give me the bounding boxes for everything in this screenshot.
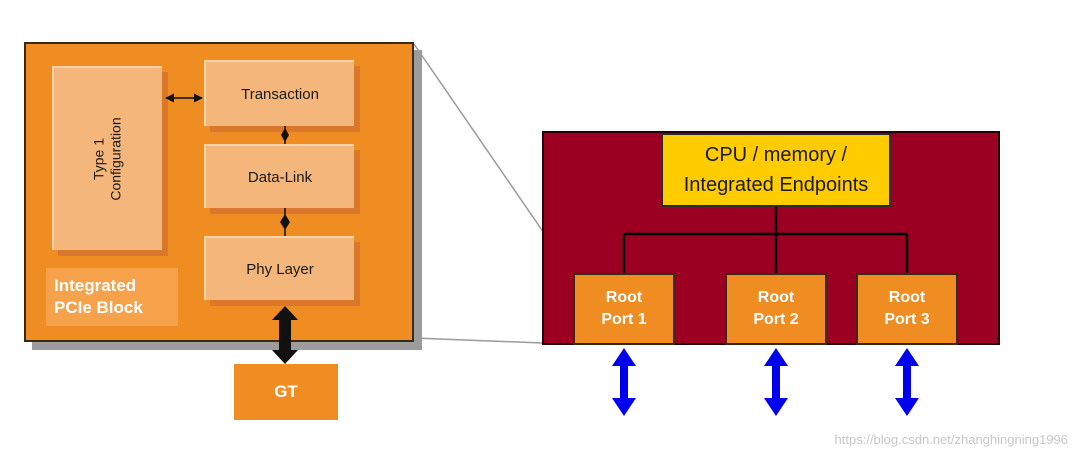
root-port-3-line1: Root bbox=[888, 289, 926, 306]
pcie-label-line2: PCIe Block bbox=[54, 298, 143, 317]
root-port-1-box: Root Port 1 bbox=[573, 273, 675, 345]
root-port-2-box: Root Port 2 bbox=[725, 273, 827, 345]
port1-blue-arrow bbox=[612, 348, 636, 416]
root-port-3-line2: Port 3 bbox=[884, 311, 930, 328]
root-port-2-line2: Port 2 bbox=[753, 311, 799, 328]
port3-blue-arrow bbox=[895, 348, 919, 416]
type1-configuration-box: Type 1 Configuration bbox=[52, 66, 162, 250]
transaction-datalink-diamond-icon bbox=[281, 128, 289, 142]
gt-label: GT bbox=[274, 382, 298, 401]
root-port-3-box: Root Port 3 bbox=[856, 273, 958, 345]
transaction-layer-box: Transaction bbox=[204, 60, 354, 126]
datalink-phy-diamond-icon bbox=[280, 214, 290, 230]
phy-gt-thick-arrow bbox=[272, 306, 298, 364]
transaction-label: Transaction bbox=[241, 85, 319, 103]
phy-layer-label: Phy Layer bbox=[246, 260, 314, 278]
root-port-1-line2: Port 1 bbox=[601, 311, 647, 328]
pcie-label-line1: Integrated bbox=[54, 276, 137, 295]
watermark-text: https://blog.csdn.net/zhanghingning1996 bbox=[834, 432, 1068, 447]
data-link-layer-box: Data-Link bbox=[204, 144, 354, 208]
gt-box: GT bbox=[234, 364, 338, 420]
port2-blue-arrow bbox=[764, 348, 788, 416]
cpu-label-line1: CPU / memory / bbox=[704, 144, 848, 166]
integrated-pcie-block-label: Integrated PCIe Block bbox=[46, 268, 178, 326]
cpu-label-line2: Integrated Endpoints bbox=[683, 174, 869, 196]
phy-layer-box: Phy Layer bbox=[204, 236, 354, 300]
cpu-memory-box: CPU / memory / Integrated Endpoints bbox=[661, 133, 891, 207]
root-port-1-line1: Root bbox=[605, 289, 643, 306]
data-link-label: Data-Link bbox=[247, 168, 313, 186]
root-port-2-line1: Root bbox=[757, 289, 795, 306]
